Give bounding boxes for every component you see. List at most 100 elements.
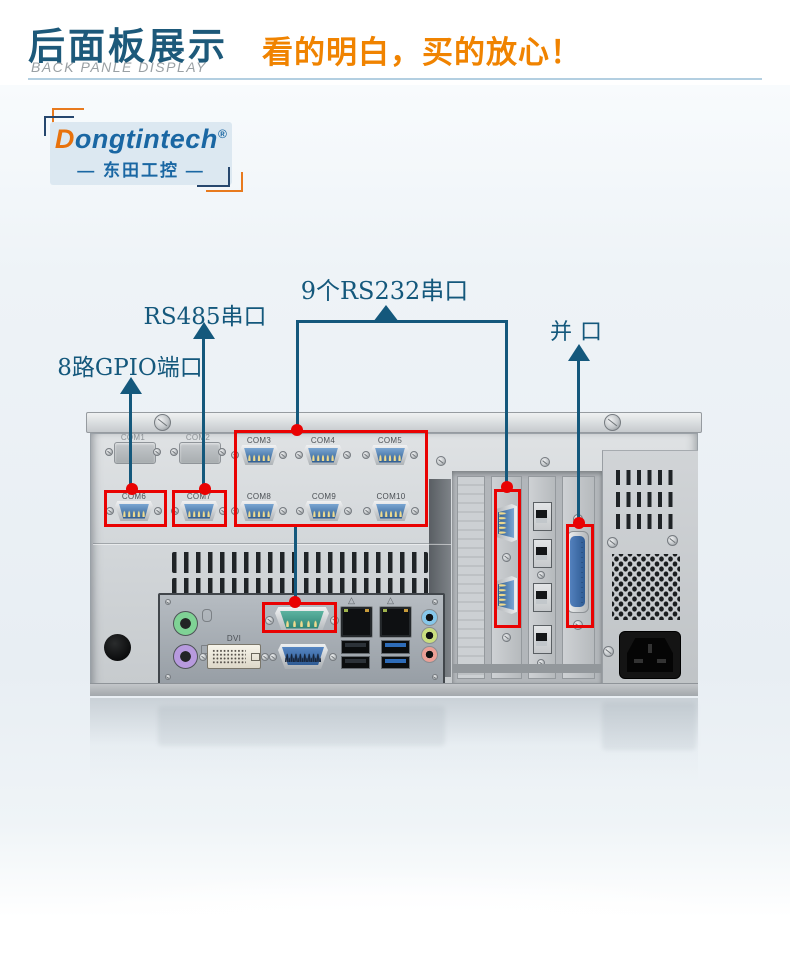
- bracket-screw-1: [436, 456, 446, 466]
- blank-plate: [114, 442, 156, 464]
- rs232-bracket-line-right: [505, 320, 508, 487]
- highlight-dot-com-block: [291, 424, 303, 436]
- screw: [170, 448, 178, 456]
- rs232-bracket-line: [296, 320, 508, 323]
- dsub-pins: [311, 450, 335, 461]
- dvi-blade: [251, 653, 260, 661]
- screw: [165, 599, 171, 605]
- com3-label: COM3: [246, 436, 272, 445]
- audio-jack-mic: [421, 646, 438, 663]
- lip-screw-left: [154, 414, 171, 431]
- chassis-hole: [104, 634, 131, 661]
- annotation-parallel: 并口: [549, 320, 610, 345]
- usb2-ports: [341, 640, 370, 669]
- highlight-dot-com7: [199, 483, 211, 495]
- highlight-box-serial: [262, 602, 337, 633]
- chassis-reflection: [90, 698, 698, 783]
- psu-vent-row-1: [616, 470, 676, 485]
- screw: [362, 451, 370, 459]
- highlight-box-parallel: [566, 524, 594, 628]
- dsub-pins: [187, 506, 211, 517]
- usb-port: [381, 655, 410, 669]
- com5-port: [362, 445, 418, 465]
- logo-bracket-navy-tl: [44, 116, 74, 136]
- com2-blank-port: [170, 440, 226, 464]
- screw: [171, 507, 179, 515]
- slot-recess-bottom-rail: [452, 664, 602, 673]
- blank-slot-cover: [457, 476, 485, 679]
- parallel-arrowhead-icon: [568, 344, 590, 361]
- screw: [432, 674, 438, 680]
- audio-jack-lineout: [421, 627, 438, 644]
- expansion-usb-2: [533, 539, 552, 568]
- screw: [329, 653, 337, 661]
- power-inlet-socket: [627, 638, 673, 672]
- highlight-box-com7: [172, 490, 227, 527]
- usb-port: [381, 640, 410, 654]
- parallel-port-db25: [567, 531, 589, 613]
- lan-port-2: [379, 606, 412, 638]
- highlight-dot-expansion-db9: [501, 481, 513, 493]
- com6-label: COM6: [121, 492, 147, 501]
- annotation-gpio: 8路GPIO端口: [57, 355, 203, 381]
- dsub-pins: [572, 540, 583, 604]
- com8-label: COM8: [246, 492, 272, 501]
- warning-icon: △: [387, 595, 394, 605]
- screw: [105, 448, 113, 456]
- screw: [502, 553, 511, 562]
- screw: [363, 507, 371, 515]
- screw: [153, 448, 161, 456]
- rs232-callout-line-lower: [294, 527, 297, 603]
- gpio-callout-line: [129, 391, 132, 489]
- mouse-icon: [202, 609, 212, 622]
- screw: [165, 674, 171, 680]
- annotation-rs485: RS485串口: [143, 304, 267, 330]
- ps2-mouse-port: [173, 611, 198, 636]
- dsub-pins: [379, 506, 403, 517]
- usb-port: [341, 655, 370, 669]
- rs485-callout-line: [202, 336, 205, 489]
- header-tagline: 看的明白，买的放心！: [262, 35, 582, 70]
- highlight-dot-serial: [289, 596, 301, 608]
- dsub-pins: [247, 506, 271, 517]
- usb-port: [341, 640, 370, 654]
- audio-jack-linein: [421, 609, 438, 626]
- screw: [410, 451, 418, 459]
- screw: [432, 599, 438, 605]
- screw: [296, 507, 304, 515]
- screw: [279, 507, 287, 515]
- com1-blank-port: [105, 440, 161, 464]
- screw: [269, 653, 277, 661]
- screw: [607, 537, 618, 548]
- screw: [295, 451, 303, 459]
- logo-brand-rest: ongtintech: [74, 124, 218, 154]
- com7-label: COM7: [186, 492, 212, 501]
- logo-brand-cn: — 东田工控 —: [77, 161, 205, 180]
- com5-label: COM5: [377, 436, 403, 445]
- com4-port: [295, 445, 351, 465]
- highlight-dot-parallel: [573, 517, 585, 529]
- bracket-screw-2: [540, 457, 550, 467]
- logo-bracket-orange-br: [206, 172, 243, 192]
- screw: [261, 653, 269, 661]
- header-divider: [28, 78, 762, 80]
- warning-icon: △: [348, 595, 355, 605]
- io-shield: DVI △ △: [158, 593, 445, 686]
- screw: [154, 507, 162, 515]
- com10-label: COM10: [376, 492, 406, 501]
- parallel-callout-line: [577, 358, 580, 524]
- expansion-usb-1: [533, 502, 552, 531]
- expansion-usb-4: [533, 625, 552, 654]
- psu-fan-grille: [612, 554, 680, 620]
- gpio-arrowhead-icon: [120, 377, 142, 394]
- dvi-pin-grid: [212, 649, 246, 664]
- screw: [537, 571, 545, 579]
- com9-label: COM9: [311, 492, 337, 501]
- blank-plate: [179, 442, 221, 464]
- psu-vent-row-2: [616, 492, 676, 507]
- dsub-pins: [285, 649, 321, 662]
- ps2-keyboard-port: [173, 644, 198, 669]
- dsub-pins: [284, 614, 320, 627]
- screw: [411, 507, 419, 515]
- vent-grid-upper: [172, 552, 428, 573]
